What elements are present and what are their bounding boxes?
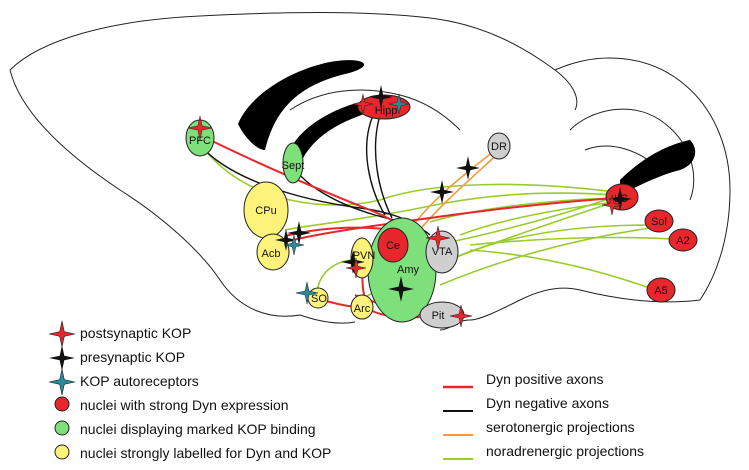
label-amy: Amy: [397, 264, 420, 276]
nucleus-hipp: [357, 94, 411, 120]
label-pit: Pit: [432, 310, 445, 322]
yellow-circle-icon: [54, 444, 70, 465]
star-vta-post-icon: [425, 225, 451, 251]
legend-strong-dyn: nuclei with strong Dyn expression: [80, 397, 289, 413]
star-amy-pre-icon: [388, 276, 414, 302]
nucleus-sol: [644, 209, 674, 233]
label-pvn: PVN: [353, 250, 376, 262]
star-hipp-pre-icon: [369, 85, 393, 109]
label-vta: VTA: [432, 246, 453, 258]
legend-dyn-negative-axons: Dyn negative axons: [486, 395, 609, 411]
legend-kop-binding: nuclei displaying marked KOP binding: [80, 421, 316, 437]
star-pvn-post-icon: [345, 257, 367, 279]
black-star-icon: [48, 344, 76, 377]
label-a5: A5: [654, 285, 667, 297]
legend-line-noradrenergic: [443, 449, 473, 467]
nucleus-sept: [282, 142, 304, 184]
legend-dyn-and-kop: nuclei strongly labelled for Dyn and KOP: [80, 445, 332, 461]
legend-kop-autoreceptors: KOP autoreceptors: [80, 373, 199, 389]
star-lc-pre-icon: [608, 187, 632, 211]
legend-postsynaptic-kop: postsynaptic KOP: [80, 325, 192, 341]
label-sol: Sol: [651, 216, 667, 228]
label-a2: A2: [676, 235, 689, 247]
label-so: SO: [311, 293, 327, 305]
legend-serotonergic-projections: serotonergic projections: [486, 419, 635, 435]
star-acb-pre-icon: [287, 221, 311, 245]
star-so-auto-icon: [295, 281, 319, 305]
brain-outline: [9, 12, 731, 331]
label-ce: Ce: [386, 240, 400, 252]
red-circle-icon: [54, 396, 70, 417]
legend-presynaptic-kop: presynaptic KOP: [80, 349, 186, 365]
green-circle-icon: [54, 420, 70, 441]
nucleus-ce: [377, 227, 409, 263]
nucleus-a2: [668, 228, 698, 252]
star-pit-post-icon: [449, 304, 473, 328]
star-pvn-pre-icon: [341, 250, 365, 274]
label-hipp: Hipp: [375, 105, 398, 117]
star-hipp-post-icon: [352, 93, 374, 115]
nucleus-vta: [425, 230, 459, 274]
star-lc-post-icon: [601, 194, 623, 216]
star-acb-auto-icon: [283, 234, 305, 256]
star-dr-pre-1-icon: [456, 156, 480, 180]
star-dr-pre-2-icon: [430, 180, 454, 204]
star-hipp-auto-icon: [388, 93, 410, 115]
legend-line-serotonergic: [443, 425, 473, 443]
nucleus-a5: [646, 277, 676, 303]
label-sept: Sept: [282, 160, 305, 172]
nucleus-labels: Hipp PFC Sept DR Amy CPu Acb PVN Ce VTA …: [189, 105, 690, 322]
legend-dyn-positive-axons: Dyn positive axons: [486, 371, 604, 387]
label-acb: Acb: [262, 248, 281, 260]
legend-line-dyn-positive: [443, 377, 473, 395]
legend-noradrenergic-projections: noradrenergic projections: [486, 443, 644, 459]
nucleus-dr: [487, 132, 511, 160]
label-cpu: CPu: [255, 205, 276, 217]
ventricles: [238, 60, 696, 195]
star-acb-pre-2-icon: [275, 229, 297, 251]
teal-star-icon: [48, 368, 76, 401]
star-pfc-post-icon: [187, 115, 213, 141]
receptor-stars: [187, 85, 632, 328]
nucleus-acb: [256, 233, 290, 271]
label-dr: DR: [491, 141, 507, 153]
label-arc: Arc: [354, 303, 371, 315]
nucleus-arc: [350, 294, 374, 320]
label-pfc: PFC: [189, 135, 211, 147]
legend-line-dyn-negative: [443, 401, 473, 419]
